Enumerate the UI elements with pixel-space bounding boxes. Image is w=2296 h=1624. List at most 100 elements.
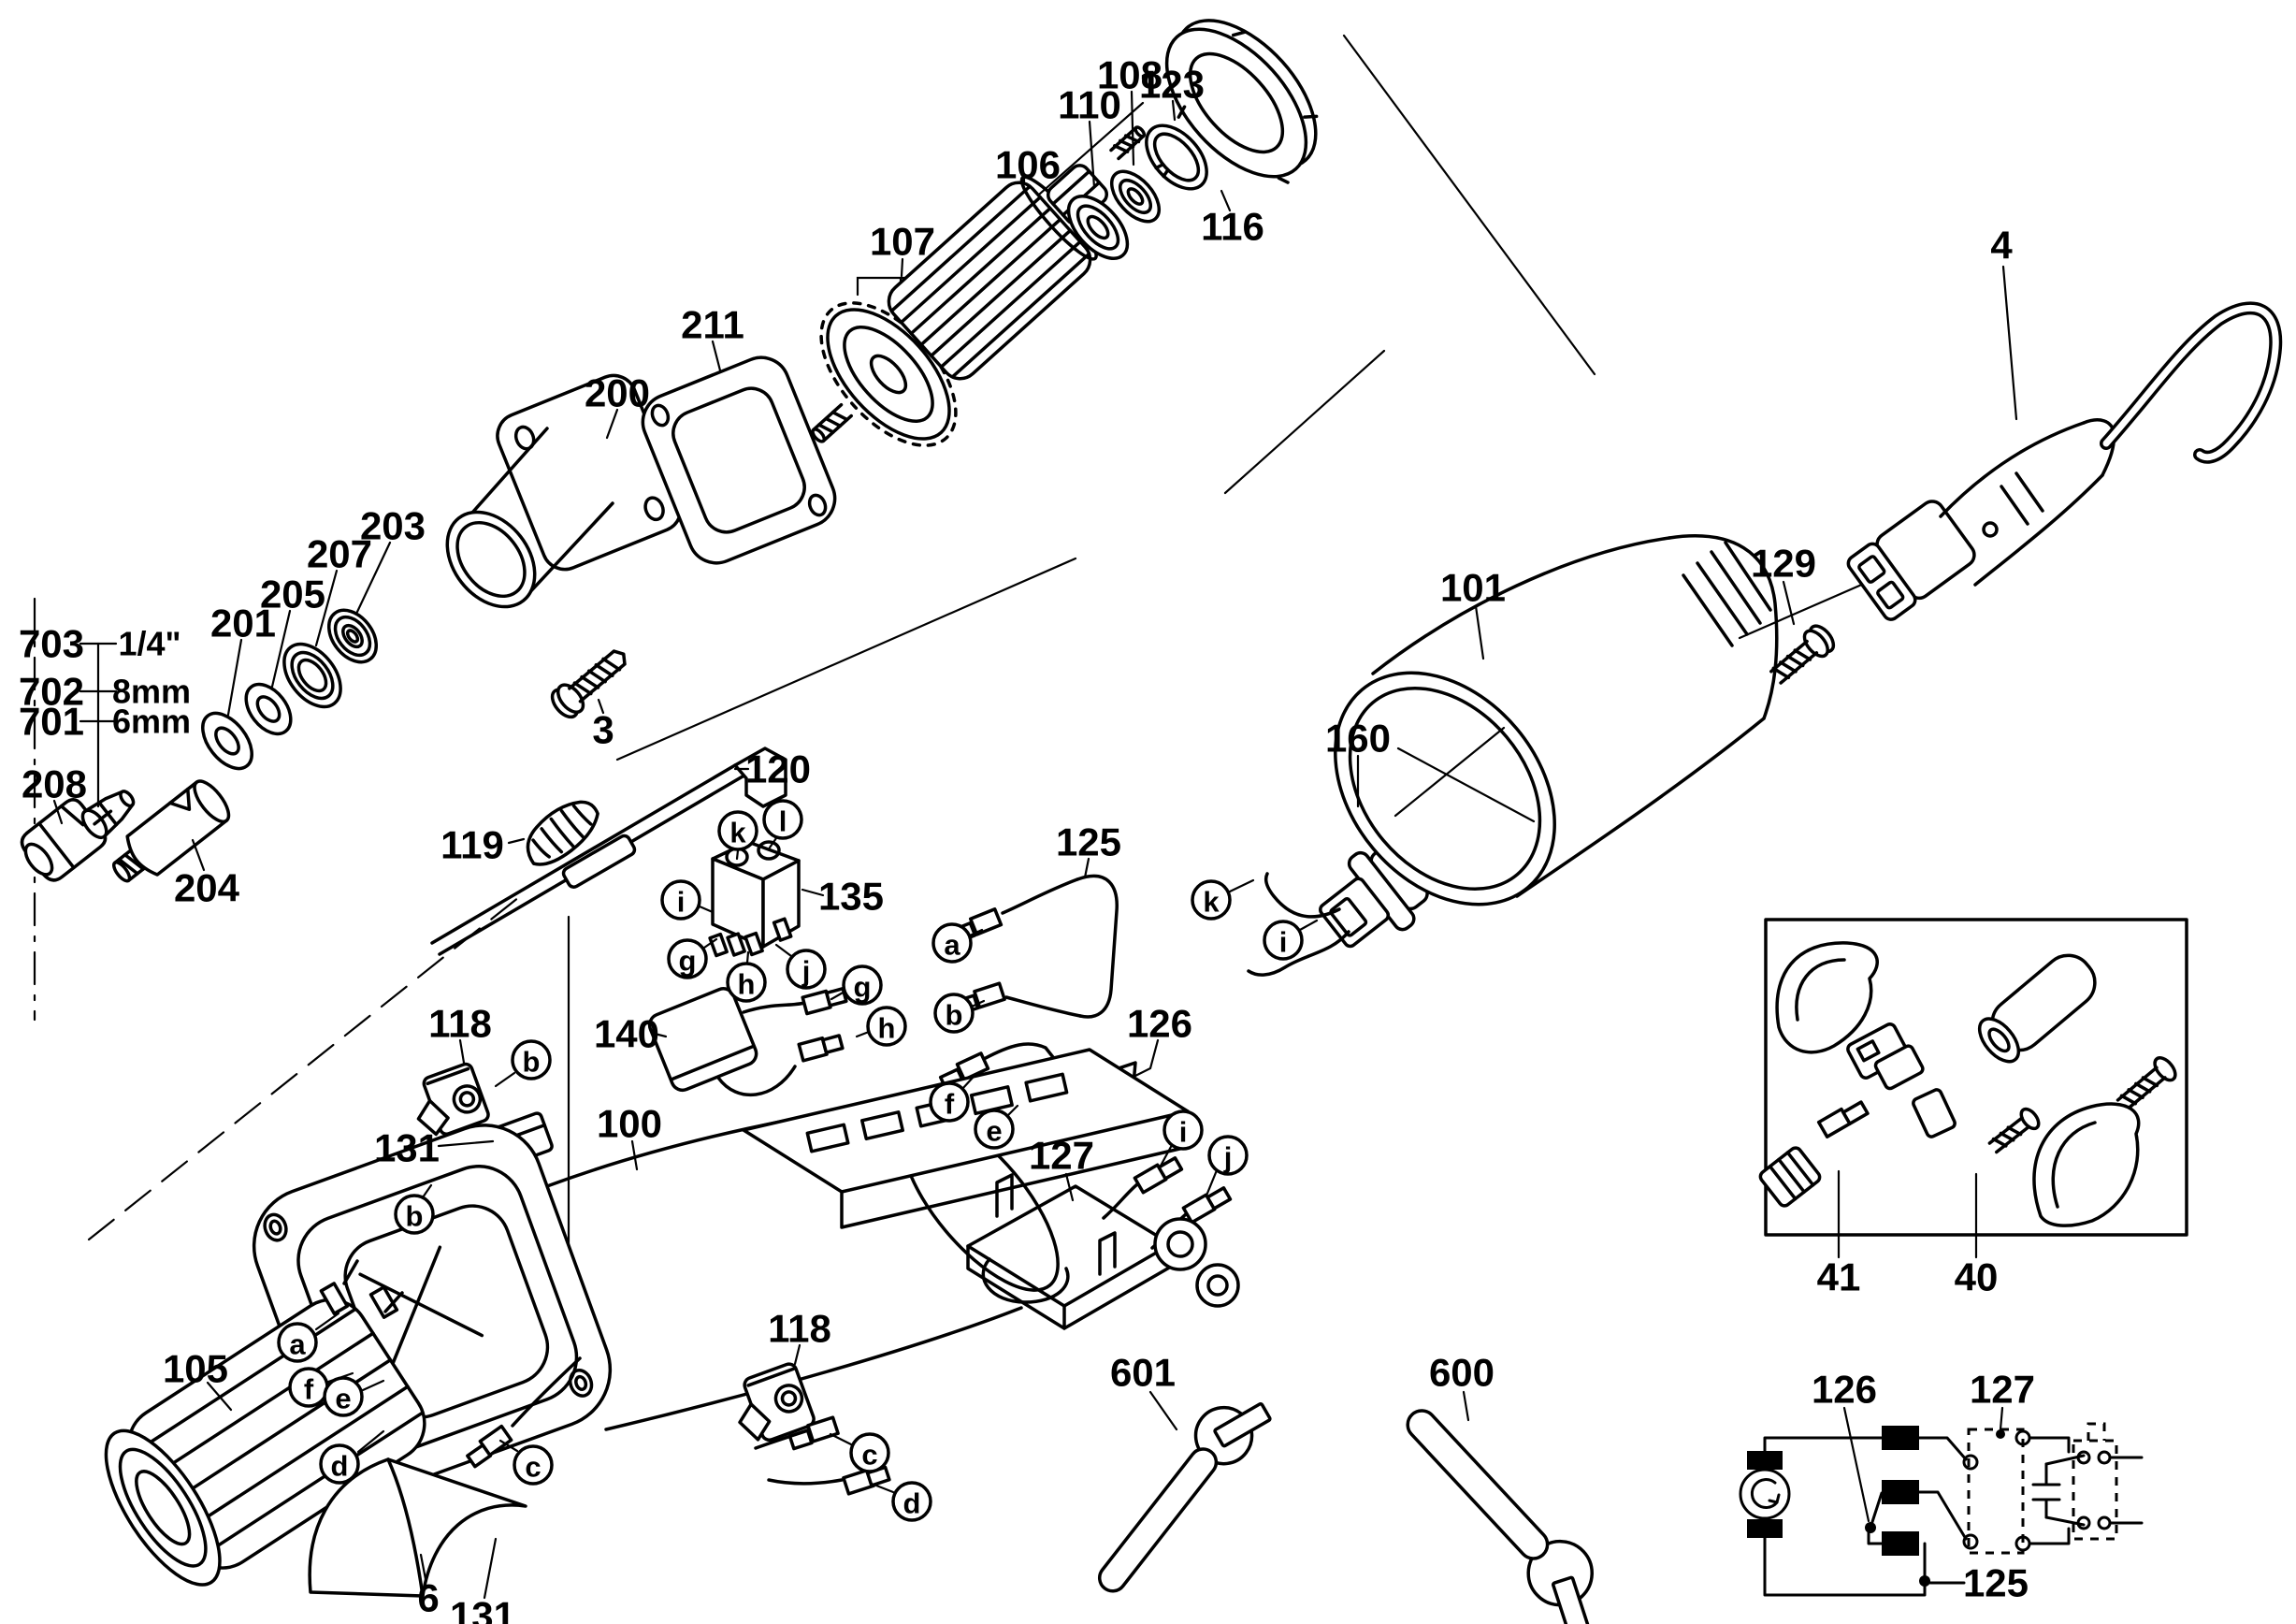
switch-button-119 <box>526 800 599 866</box>
callout-g-switch: g <box>667 937 718 979</box>
svg-text:a: a <box>944 929 960 962</box>
shield-6 <box>308 1457 527 1598</box>
svg-text:l: l <box>779 805 787 838</box>
letter-callouts: a f e d b b c c d g h i j k l g h a b f … <box>277 799 1319 1522</box>
snap-ring-123 <box>1145 123 1208 191</box>
motor-housing-101 <box>1334 534 1779 906</box>
svg-text:g: g <box>679 945 697 978</box>
callout-d-stator: d <box>319 1429 385 1485</box>
label-201: 201 <box>210 602 276 645</box>
svg-text:b: b <box>946 999 963 1032</box>
svg-text:f: f <box>304 1373 314 1406</box>
svg-text:d: d <box>331 1450 349 1483</box>
label-105: 105 <box>163 1347 228 1391</box>
bearing-flange-200 <box>445 373 683 609</box>
callout-g-capacitor: g <box>830 964 883 1006</box>
slide-rod-120 <box>430 747 787 956</box>
svg-text:e: e <box>986 1115 1002 1148</box>
label-106: 106 <box>995 143 1061 187</box>
label-4: 4 <box>1990 224 2013 268</box>
label-205: 205 <box>260 573 325 616</box>
label-120: 120 <box>745 747 811 791</box>
bearing-108 <box>1110 169 1161 224</box>
part-number-labels: 208 204 201 205 207 203 200 211 107 106 … <box>22 53 2035 1624</box>
label-129: 129 <box>1751 542 1816 586</box>
label-126: 126 <box>1127 1002 1192 1046</box>
armature-107 <box>811 125 1147 447</box>
svg-text:b: b <box>406 1200 424 1233</box>
collet-701 <box>80 790 136 840</box>
callout-a-stator: a <box>277 1312 340 1363</box>
callout-e-wire126: e <box>974 1104 1019 1150</box>
svg-text:d: d <box>903 1487 921 1520</box>
label-101: 101 <box>1440 566 1506 610</box>
callout-h-switch: h <box>726 950 767 1003</box>
label-702: 702 <box>19 670 84 714</box>
label-3: 3 <box>592 708 614 752</box>
label-circuit-125: 125 <box>1963 1561 2029 1605</box>
svg-text:h: h <box>878 1012 896 1045</box>
label-200: 200 <box>585 371 650 415</box>
label-600: 600 <box>1429 1351 1495 1395</box>
value-702: 8mm <box>112 673 191 711</box>
label-118-upper: 118 <box>428 1002 492 1046</box>
callout-f-wire126: f <box>929 1076 975 1123</box>
washer-205 <box>244 682 293 736</box>
label-131-lower: 131 <box>450 1594 515 1624</box>
screw-129 <box>1769 624 1836 685</box>
label-140: 140 <box>594 1012 659 1056</box>
svg-text:i: i <box>1179 1116 1188 1149</box>
callout-k-connector160: k <box>1191 878 1255 921</box>
callout-k-switch: k <box>717 810 758 861</box>
callout-h-capacitor: h <box>855 1006 907 1047</box>
label-100: 100 <box>597 1102 662 1146</box>
label-40: 40 <box>1955 1255 1999 1299</box>
svg-text:j: j <box>801 955 811 988</box>
svg-text:j: j <box>1223 1141 1233 1174</box>
svg-text:i: i <box>677 886 686 919</box>
label-circuit-126: 126 <box>1812 1368 1877 1412</box>
label-110: 110 <box>1058 83 1121 127</box>
brush-holder-118-lower <box>738 1362 816 1442</box>
circuit-diagram <box>1739 1406 2144 1597</box>
label-701: 701 <box>19 700 84 744</box>
bearing-110 <box>1066 195 1130 260</box>
capacitor-140 <box>647 986 848 1097</box>
wire-terminals-lower <box>466 1356 891 1496</box>
label-107: 107 <box>870 220 935 264</box>
label-203: 203 <box>360 504 426 548</box>
label-127: 127 <box>1029 1134 1094 1178</box>
svg-text:c: c <box>525 1451 541 1484</box>
washer-201 <box>201 711 253 771</box>
label-160: 160 <box>1325 717 1391 761</box>
callout-i-wire127: i <box>1158 1109 1204 1169</box>
brush-plate-127 <box>966 1156 1233 1330</box>
cord-set-4 <box>1846 301 2283 621</box>
callout-l-switch: l <box>762 799 803 849</box>
label-703: 703 <box>19 622 84 666</box>
inset-box-40-41 <box>1758 918 2188 1259</box>
callout-i-switch: i <box>660 879 715 921</box>
callout-c-terminal-right: c <box>829 1432 890 1473</box>
svg-text:c: c <box>861 1439 877 1472</box>
label-131-upper: 131 <box>374 1126 440 1170</box>
housing-cover-116 <box>1164 19 1319 184</box>
svg-text:i: i <box>1279 926 1288 959</box>
value-701: 6mm <box>112 703 191 741</box>
label-108: 108 <box>1097 53 1162 97</box>
gasket-211 <box>641 355 837 565</box>
label-circuit-127: 127 <box>1970 1368 2035 1412</box>
label-135: 135 <box>818 875 884 919</box>
callout-d-terminal-right: d <box>870 1481 932 1522</box>
callout-c-terminal-left: c <box>498 1439 554 1486</box>
label-119: 119 <box>440 823 504 867</box>
label-123: 123 <box>1139 63 1205 107</box>
svg-text:a: a <box>289 1328 306 1361</box>
spindle-204 <box>111 779 231 883</box>
label-41: 41 <box>1817 1255 1861 1299</box>
label-125: 125 <box>1056 820 1121 864</box>
label-601: 601 <box>1110 1351 1176 1395</box>
brush-holder-118-upper <box>416 1062 490 1137</box>
callout-e-stator: e <box>323 1376 385 1417</box>
